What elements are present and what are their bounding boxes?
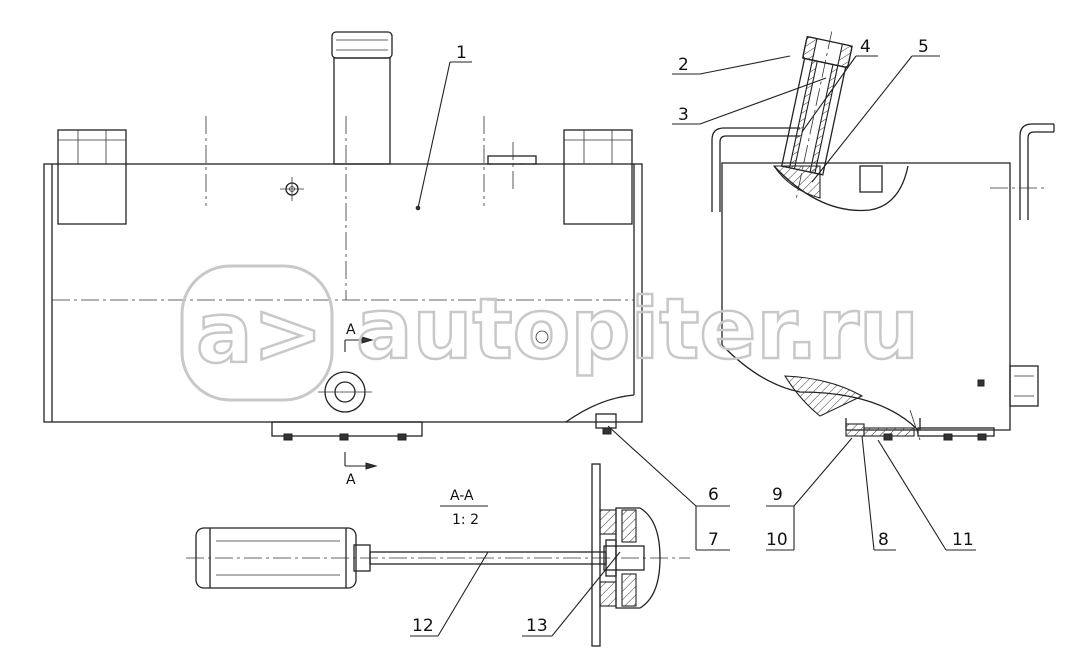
sender-head [615,507,661,609]
section-title: A-A [450,488,474,504]
callout-12: 12 [412,616,434,636]
callout-10: 10 [766,530,788,550]
section-a-a [186,463,690,647]
right-bracket [563,129,633,225]
filler-neck [333,57,391,165]
sender-mount [535,330,549,344]
callout-1: 1 [456,43,467,63]
section-marker-bottom: A [346,472,356,488]
left-bracket [57,129,127,225]
section-scale: 1: 2 [452,512,479,528]
leader-lines [410,55,976,637]
tank-wall [591,463,601,647]
drain-fitting [845,423,865,437]
callout-4: 4 [860,37,871,57]
vent-pipe-right [1019,123,1054,220]
corner-recess [565,394,635,423]
side-drain-boss [1009,365,1039,407]
callout-13: 13 [526,616,548,636]
callout-2: 2 [678,55,689,75]
filler-cap [331,31,393,59]
callout-6: 6 [708,485,719,505]
watermark: a> autopiter.ru [180,264,920,402]
callout-3: 3 [678,105,689,125]
callout-11: 11 [952,530,974,550]
callout-9: 9 [772,485,783,505]
watermark-logo [180,264,334,402]
callout-5: 5 [918,37,929,57]
section-marker-top: A [346,322,356,338]
bottom-pad [783,375,864,417]
callout-7: 7 [708,530,719,550]
callout-labels: 1 2 3 4 5 6 7 8 9 10 11 12 13 [412,37,974,636]
vent-pipe-left [711,127,800,212]
watermark-site: autopiter.ru [356,280,919,378]
watermark-logo-text: a> [196,284,323,382]
callout-8: 8 [878,530,889,550]
top-nut [859,165,883,193]
side-view [711,31,1055,441]
top-boss [487,155,537,165]
front-view [43,31,643,470]
